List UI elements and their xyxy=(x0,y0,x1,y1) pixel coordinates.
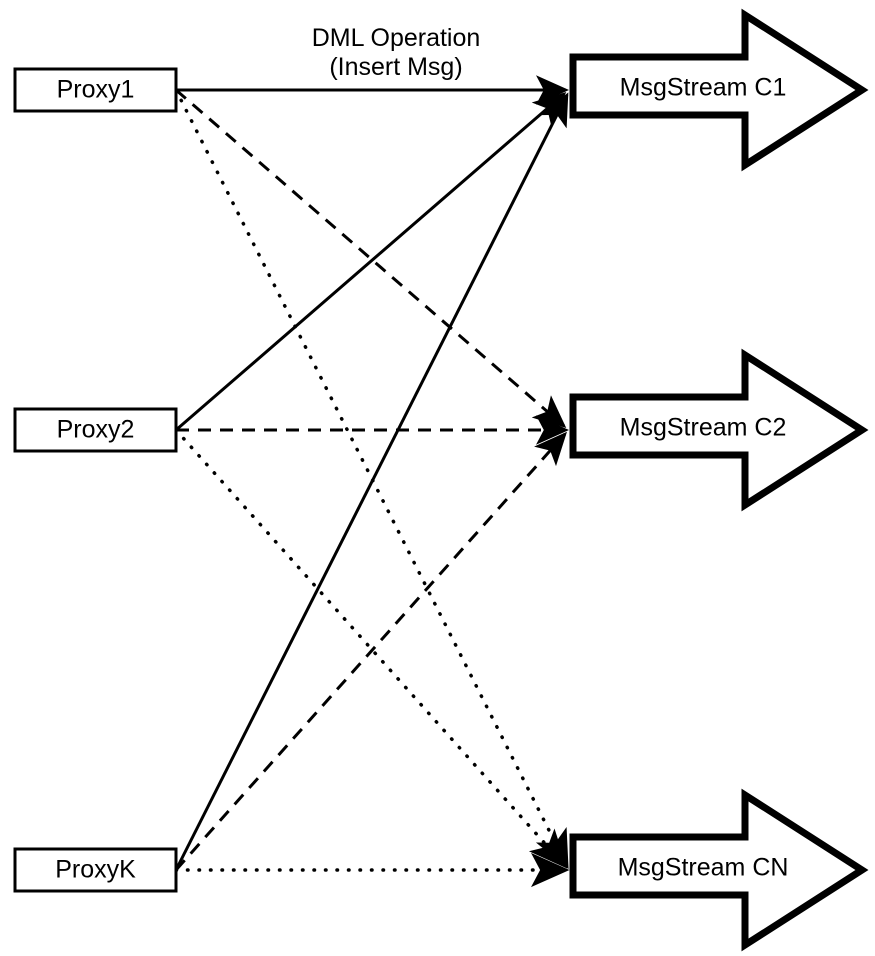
edge-group-proxy1 xyxy=(174,75,569,870)
edge-proxy2-to-stream-c1 xyxy=(175,92,567,432)
proxy2-label: Proxy2 xyxy=(57,416,135,444)
stream-c1-arrow-shape[interactable] xyxy=(569,8,869,172)
edge-group-proxy2 xyxy=(174,92,569,869)
stream-node-cn[interactable]: MsgStream CN xyxy=(569,788,869,952)
edge-proxy1-to-stream-c2 xyxy=(175,88,567,428)
proxy-node-proxyk[interactable]: ProxyK xyxy=(13,847,178,893)
stream-cn-label: MsgStream CN xyxy=(618,854,789,882)
dml-operation-line2: (Insert Msg) xyxy=(329,53,462,81)
proxy1-box[interactable] xyxy=(13,67,178,113)
proxy1-label: Proxy1 xyxy=(57,76,135,104)
proxyk-label: ProxyK xyxy=(55,856,136,884)
proxy-node-proxy2[interactable]: Proxy2 xyxy=(13,407,178,453)
stream-node-c2[interactable]: MsgStream C2 xyxy=(569,348,869,512)
edge-proxy2-to-stream-cn xyxy=(174,428,568,869)
stream-cn-arrow-shape[interactable] xyxy=(569,788,869,952)
dml-operation-line1: DML Operation xyxy=(312,24,481,52)
proxy2-box[interactable] xyxy=(13,407,178,453)
edge-annotation-dml-operation: DML Operation (Insert Msg) xyxy=(312,24,481,81)
stream-c2-label: MsgStream C2 xyxy=(620,414,787,442)
edge-proxy1-to-stream-cn xyxy=(174,88,569,870)
stream-c2-arrow-shape[interactable] xyxy=(569,348,869,512)
stream-c1-label: MsgStream C1 xyxy=(620,74,787,102)
edge-group-proxyk xyxy=(174,92,570,888)
proxyk-box[interactable] xyxy=(13,847,178,893)
edge-proxyk-to-stream-c1 xyxy=(174,92,569,871)
proxy-node-proxy1[interactable]: Proxy1 xyxy=(13,67,178,113)
stream-node-c1[interactable]: MsgStream C1 xyxy=(569,8,869,172)
edge-proxyk-to-stream-c2 xyxy=(174,431,567,871)
